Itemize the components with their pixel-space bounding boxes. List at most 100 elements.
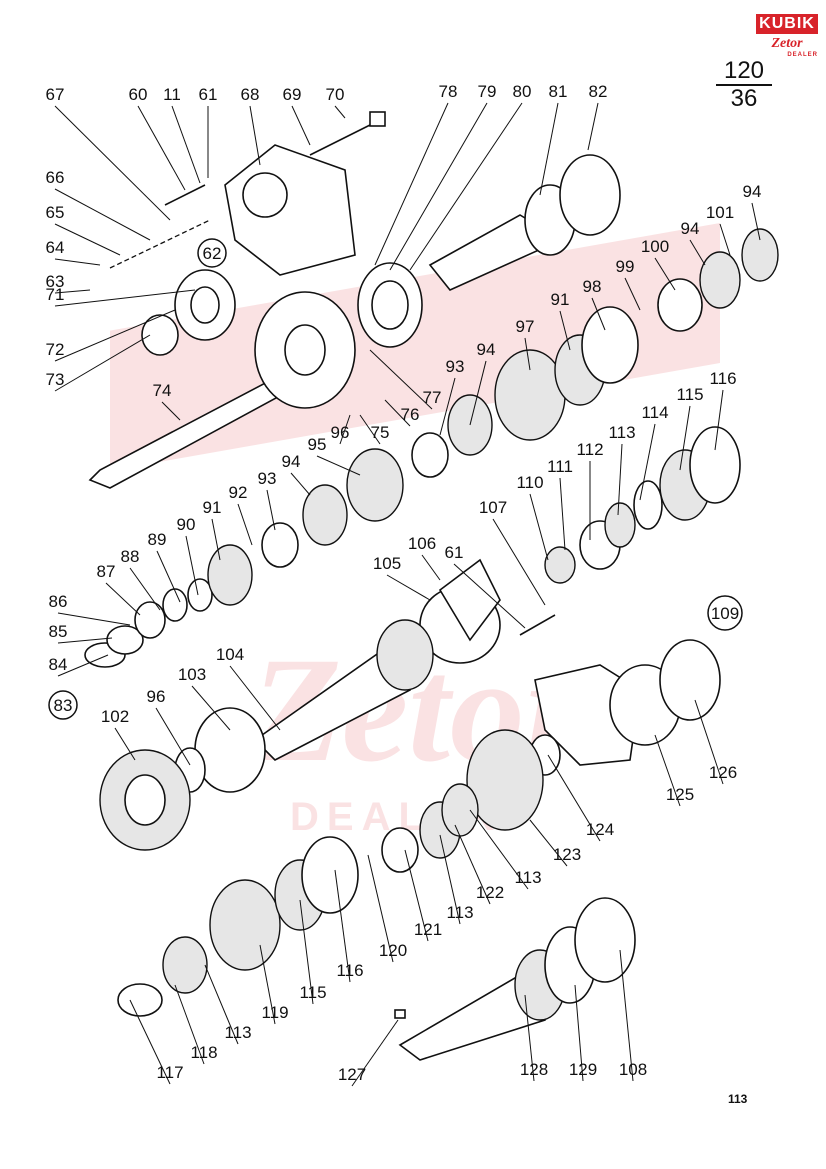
callout-122: 122	[476, 883, 504, 902]
callout-117: 117	[156, 1063, 183, 1082]
leader-line-65	[54, 223, 121, 256]
callout-96: 96	[147, 687, 166, 706]
callout-98: 98	[583, 277, 602, 296]
leader-line-96	[339, 414, 351, 445]
leader-line-113	[617, 443, 623, 516]
callout-91: 91	[203, 498, 222, 517]
leader-line-94	[751, 202, 761, 241]
leader-line-91	[211, 518, 221, 561]
leader-line-116	[714, 389, 724, 451]
output-shaft-assembly	[117, 783, 636, 1061]
callout-64: 64	[46, 238, 65, 257]
callout-111: 111	[547, 457, 573, 476]
callout-61: 61	[199, 85, 218, 104]
callout-65: 65	[46, 203, 65, 222]
leader-line-88	[129, 567, 161, 611]
callout-73: 73	[46, 370, 65, 389]
callout-84: 84	[49, 655, 68, 674]
leader-line-69	[291, 105, 311, 146]
leader-line-92	[237, 503, 253, 546]
leader-line-124	[547, 754, 601, 842]
leader-line-105	[386, 574, 431, 601]
callout-72: 72	[46, 340, 65, 359]
callout-74: 74	[153, 381, 172, 400]
logo-dealer-text: DEALER	[787, 52, 818, 58]
leader-line-113	[469, 809, 529, 890]
leader-line-71	[54, 289, 196, 307]
callout-96: 96	[331, 423, 350, 442]
circled-callout-ring-83	[48, 690, 78, 720]
callout-81: 81	[549, 82, 568, 101]
circled-callout-ring-62	[197, 238, 227, 268]
figure-ref-denominator: 36	[730, 85, 758, 112]
leader-line-111	[559, 477, 566, 551]
leader-line-118	[174, 984, 205, 1065]
leader-line-90	[185, 535, 199, 596]
callout-88: 88	[121, 547, 140, 566]
callout-94: 94	[477, 340, 496, 359]
callout-86: 86	[49, 592, 68, 611]
leader-line-94	[290, 472, 311, 496]
callout-102: 102	[101, 707, 129, 726]
callout-71: 71	[46, 285, 65, 304]
leader-line-67	[54, 105, 171, 221]
leader-line-87	[105, 582, 141, 616]
leader-line-115	[679, 405, 691, 471]
leader-line-75	[359, 414, 381, 445]
leader-line-121	[404, 849, 429, 942]
leader-line-94	[689, 239, 706, 266]
callout-75: 75	[371, 423, 390, 442]
callout-106: 106	[408, 534, 436, 553]
leader-line-117	[129, 999, 171, 1085]
callout-78: 78	[439, 82, 458, 101]
logo-sub-text: Zetor	[771, 36, 803, 51]
callout-114: 114	[641, 403, 668, 422]
leader-line-128	[524, 994, 535, 1082]
leader-line-103	[191, 685, 231, 731]
callout-92: 92	[229, 483, 248, 502]
callout-113: 113	[224, 1023, 251, 1042]
callout-76: 76	[401, 405, 420, 424]
callout-79: 79	[478, 82, 497, 101]
callout-115: 115	[676, 385, 703, 404]
leader-line-107	[492, 518, 546, 606]
leader-line-86	[57, 612, 131, 626]
leader-lines	[54, 102, 761, 1087]
leader-line-120	[367, 854, 394, 963]
leader-line-100	[654, 257, 676, 291]
circled-callout-ring-109	[707, 595, 743, 631]
callout-108: 108	[619, 1060, 647, 1079]
circled-callout-83: 83	[54, 696, 73, 715]
callout-103: 103	[178, 665, 206, 684]
leader-line-81	[539, 102, 559, 196]
callout-101: 101	[706, 203, 734, 222]
callout-97: 97	[516, 317, 535, 336]
leader-line-104	[229, 665, 281, 731]
leader-line-122	[454, 824, 491, 905]
logo-brand-text: KUBIK	[756, 14, 818, 34]
leader-line-76	[384, 399, 411, 427]
callout-127: 127	[338, 1065, 366, 1084]
leader-line-74	[161, 401, 181, 421]
callout-112: 112	[576, 440, 603, 459]
callout-119: 119	[261, 1003, 288, 1022]
leader-line-96	[155, 707, 191, 766]
callout-95: 95	[308, 435, 327, 454]
leader-line-126	[694, 699, 724, 785]
callout-116: 116	[709, 369, 736, 388]
callout-105: 105	[373, 554, 401, 573]
callout-120: 120	[379, 941, 407, 960]
callout-77: 77	[423, 388, 442, 407]
callout-90: 90	[177, 515, 196, 534]
leader-line-123	[529, 819, 568, 867]
leader-line-95	[316, 455, 361, 476]
leader-line-113	[204, 964, 239, 1045]
leader-line-82	[587, 102, 599, 151]
callout-70: 70	[326, 85, 345, 104]
countershaft-assembly	[84, 228, 779, 668]
callout-94: 94	[681, 219, 700, 238]
leader-line-11	[171, 105, 201, 184]
